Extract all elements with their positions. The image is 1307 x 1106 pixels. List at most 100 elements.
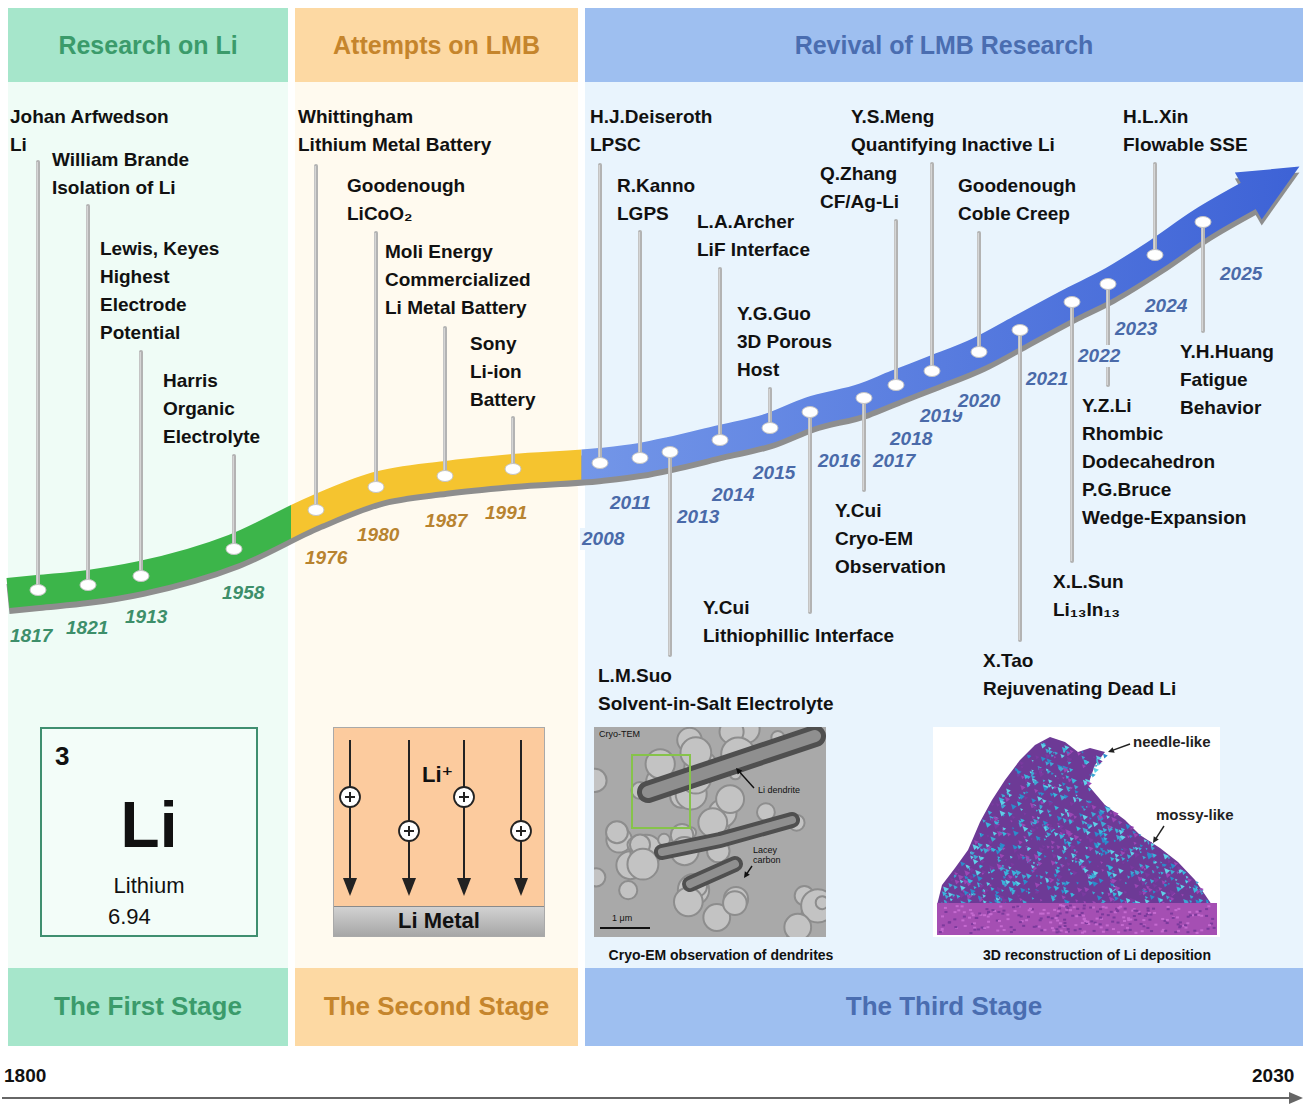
stage-header: Revival of LMB Research — [585, 8, 1303, 82]
deposit-grain — [1138, 868, 1141, 871]
substrate-grain — [1017, 914, 1020, 916]
deposit-grain — [987, 882, 991, 886]
deposit-grain — [1112, 870, 1115, 873]
substrate-grain — [1174, 909, 1177, 911]
deposit-grain — [1164, 868, 1170, 874]
figure-caption: 3D reconstruction of Li deposition — [983, 946, 1211, 964]
deposit-grain — [1100, 861, 1103, 864]
substrate-grain — [1047, 912, 1050, 914]
year-label: 1958 — [220, 582, 266, 604]
deposit-grain — [1008, 866, 1011, 869]
event-label: Sony Li-ion Battery — [470, 330, 535, 414]
deposit-grain — [1035, 755, 1039, 759]
deposit-grain — [1182, 871, 1186, 875]
timeline-dot — [856, 393, 872, 404]
substrate-grain — [1146, 907, 1149, 909]
micrograph-ground — [594, 727, 826, 937]
deposit-grain — [981, 834, 984, 837]
substrate-grain — [1081, 932, 1084, 934]
deposit-grain — [1200, 888, 1204, 892]
leader-line — [977, 233, 981, 352]
substrate-grain — [1031, 911, 1034, 913]
deposit-grain — [1001, 889, 1004, 892]
arrow-head — [402, 878, 416, 896]
deposit-grain — [1140, 870, 1144, 874]
deposit-grain — [1177, 866, 1182, 871]
substrate-grain — [963, 916, 966, 918]
deposit-grain — [1051, 846, 1054, 849]
deposit-grain — [994, 899, 997, 902]
deposit-grain — [1102, 869, 1105, 872]
axis-label: 2030 — [1252, 1064, 1294, 1088]
deposit-grain — [1097, 865, 1099, 867]
deposit-grain — [950, 898, 953, 901]
deposit-grain — [1187, 878, 1192, 883]
substrate-grain — [1177, 930, 1180, 932]
deposit-grain — [1066, 751, 1071, 756]
deposit-grain — [1121, 857, 1125, 861]
deposit-grain — [1088, 860, 1092, 864]
deposit-grain — [989, 884, 992, 887]
event-label: Moli Energy Commercialized Li Metal Batt… — [385, 238, 531, 322]
deposit-grain — [1133, 847, 1136, 850]
deposit-grain — [1075, 798, 1079, 802]
deposit-grain — [1094, 832, 1099, 837]
cation-plus — [516, 826, 526, 836]
deposit-grain — [1123, 847, 1128, 852]
substrate-grain — [1086, 921, 1089, 923]
substrate-grain — [1194, 914, 1197, 916]
deposit-grain — [1071, 853, 1077, 859]
timeline-dot — [662, 447, 678, 458]
substrate-grain — [1099, 908, 1102, 910]
substrate-grain — [1063, 919, 1066, 921]
event-label: Lewis, Keyes Highest Electrode Potential — [100, 235, 219, 347]
substrate-grain — [1060, 930, 1063, 932]
deposit-grain — [1012, 827, 1014, 829]
deposit-grain — [1071, 778, 1077, 784]
deposit-grain — [997, 831, 1003, 837]
substrate-grain — [975, 917, 978, 919]
substrate-grain — [1121, 924, 1124, 926]
deposit-grain — [1062, 895, 1066, 899]
substrate-grain — [1055, 917, 1058, 919]
deposit-grain — [1085, 855, 1090, 860]
substrate-grain — [1089, 907, 1092, 909]
deposit-grain — [1040, 875, 1044, 879]
deposit-grain — [980, 897, 983, 900]
deposit-grain — [1103, 839, 1109, 845]
deposit-grain — [1163, 854, 1169, 860]
carbon-hole — [716, 785, 744, 813]
leader-highlight — [719, 269, 720, 440]
substrate-grain — [1053, 909, 1056, 911]
deposit-grain — [1154, 860, 1158, 864]
substrate — [937, 903, 1217, 935]
stage-header: Research on Li — [8, 8, 288, 82]
substrate-grain — [1186, 922, 1189, 924]
deposit-grain — [1043, 785, 1045, 787]
substrate-grain — [969, 932, 972, 934]
deposit-grain — [1020, 785, 1025, 790]
event-label: Y.Cui Lithiophillic Interface — [703, 594, 894, 650]
arrow-head — [457, 878, 471, 896]
substrate-grain — [1149, 914, 1152, 916]
event-label: L.M.Suo Solvent-in-Salt Electrolyte — [598, 662, 833, 718]
deposit-grain — [1055, 775, 1057, 777]
substrate-grain — [1013, 929, 1016, 931]
substrate-grain — [1093, 930, 1096, 932]
substrate-grain — [1043, 929, 1046, 931]
substrate-grain — [963, 911, 966, 913]
ion-arrow-shaft — [408, 740, 410, 880]
leader-line — [894, 221, 898, 385]
deposit-grain — [1005, 797, 1010, 802]
deposit-grain — [1153, 860, 1155, 862]
deposit-grain — [980, 848, 984, 852]
substrate-grain — [1141, 930, 1144, 932]
deposit-grain — [1008, 897, 1013, 902]
deposit-grain — [1070, 893, 1075, 898]
deposit-grain — [1068, 812, 1074, 818]
deposit-grain — [1067, 751, 1070, 754]
year-label: 2021 — [1024, 368, 1070, 390]
deposit-grain — [1075, 899, 1078, 902]
deposit-grain — [1134, 842, 1137, 845]
substrate-grain — [1038, 926, 1041, 928]
